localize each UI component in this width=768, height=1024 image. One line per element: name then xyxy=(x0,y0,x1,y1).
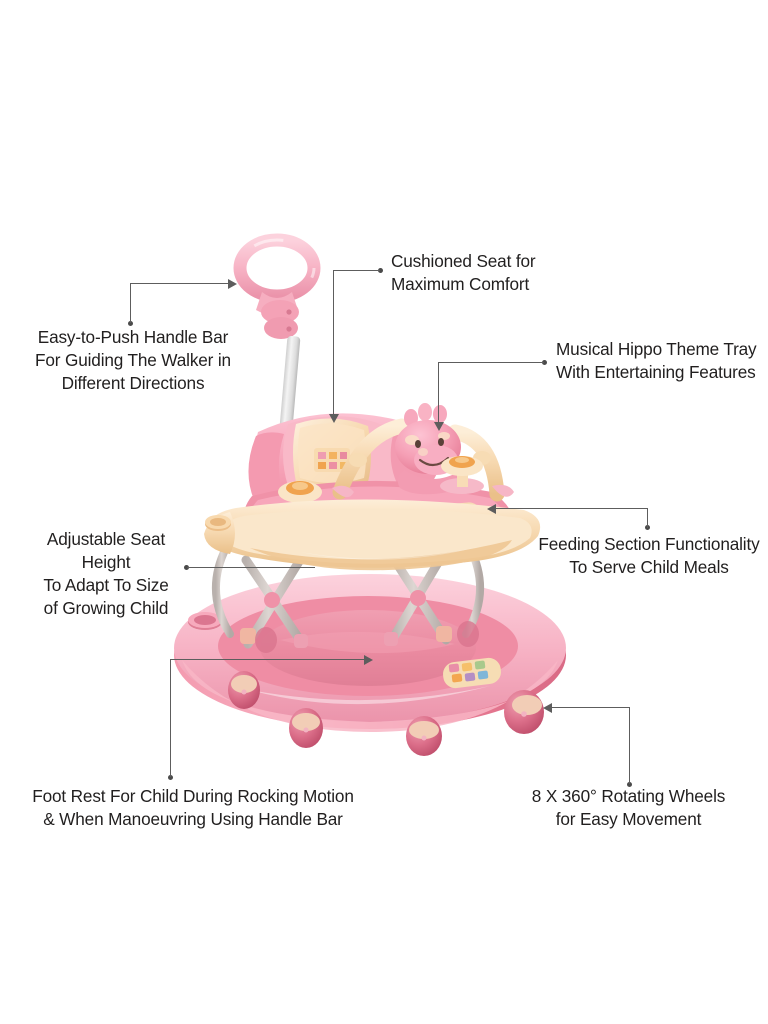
wheel xyxy=(228,671,260,709)
base-sticker xyxy=(443,657,501,689)
wheel xyxy=(406,716,442,756)
wheel xyxy=(457,621,479,647)
callout-musical-hippo-tray: Musical Hippo Theme Tray With Entertaini… xyxy=(556,339,757,382)
seat-patch xyxy=(314,448,350,472)
callout-rotating-wheels: 8 X 360° Rotating Wheels for Easy Moveme… xyxy=(531,786,726,829)
wheel xyxy=(289,708,323,748)
wheel xyxy=(504,690,544,734)
spinner-toy xyxy=(440,456,484,494)
wheel xyxy=(255,627,277,653)
callout-handle-bar: Easy-to-Push Handle Bar For Guiding The … xyxy=(35,327,231,393)
handle-pole xyxy=(278,336,301,441)
callout-feeding-section: Feeding Section Functionality To Serve C… xyxy=(538,534,760,577)
wheels xyxy=(228,621,544,756)
feeding-tray-rim xyxy=(204,499,541,571)
callout-foot-rest: Foot Rest For Child During Rocking Motio… xyxy=(32,786,354,829)
callout-cushioned-seat: Cushioned Seat for Maximum Comfort xyxy=(391,251,536,294)
callout-adjustable-seat-height: Adjustable Seat Height To Adapt To Size … xyxy=(43,529,169,618)
frame-joints xyxy=(240,590,452,648)
handle-joint xyxy=(261,300,299,339)
